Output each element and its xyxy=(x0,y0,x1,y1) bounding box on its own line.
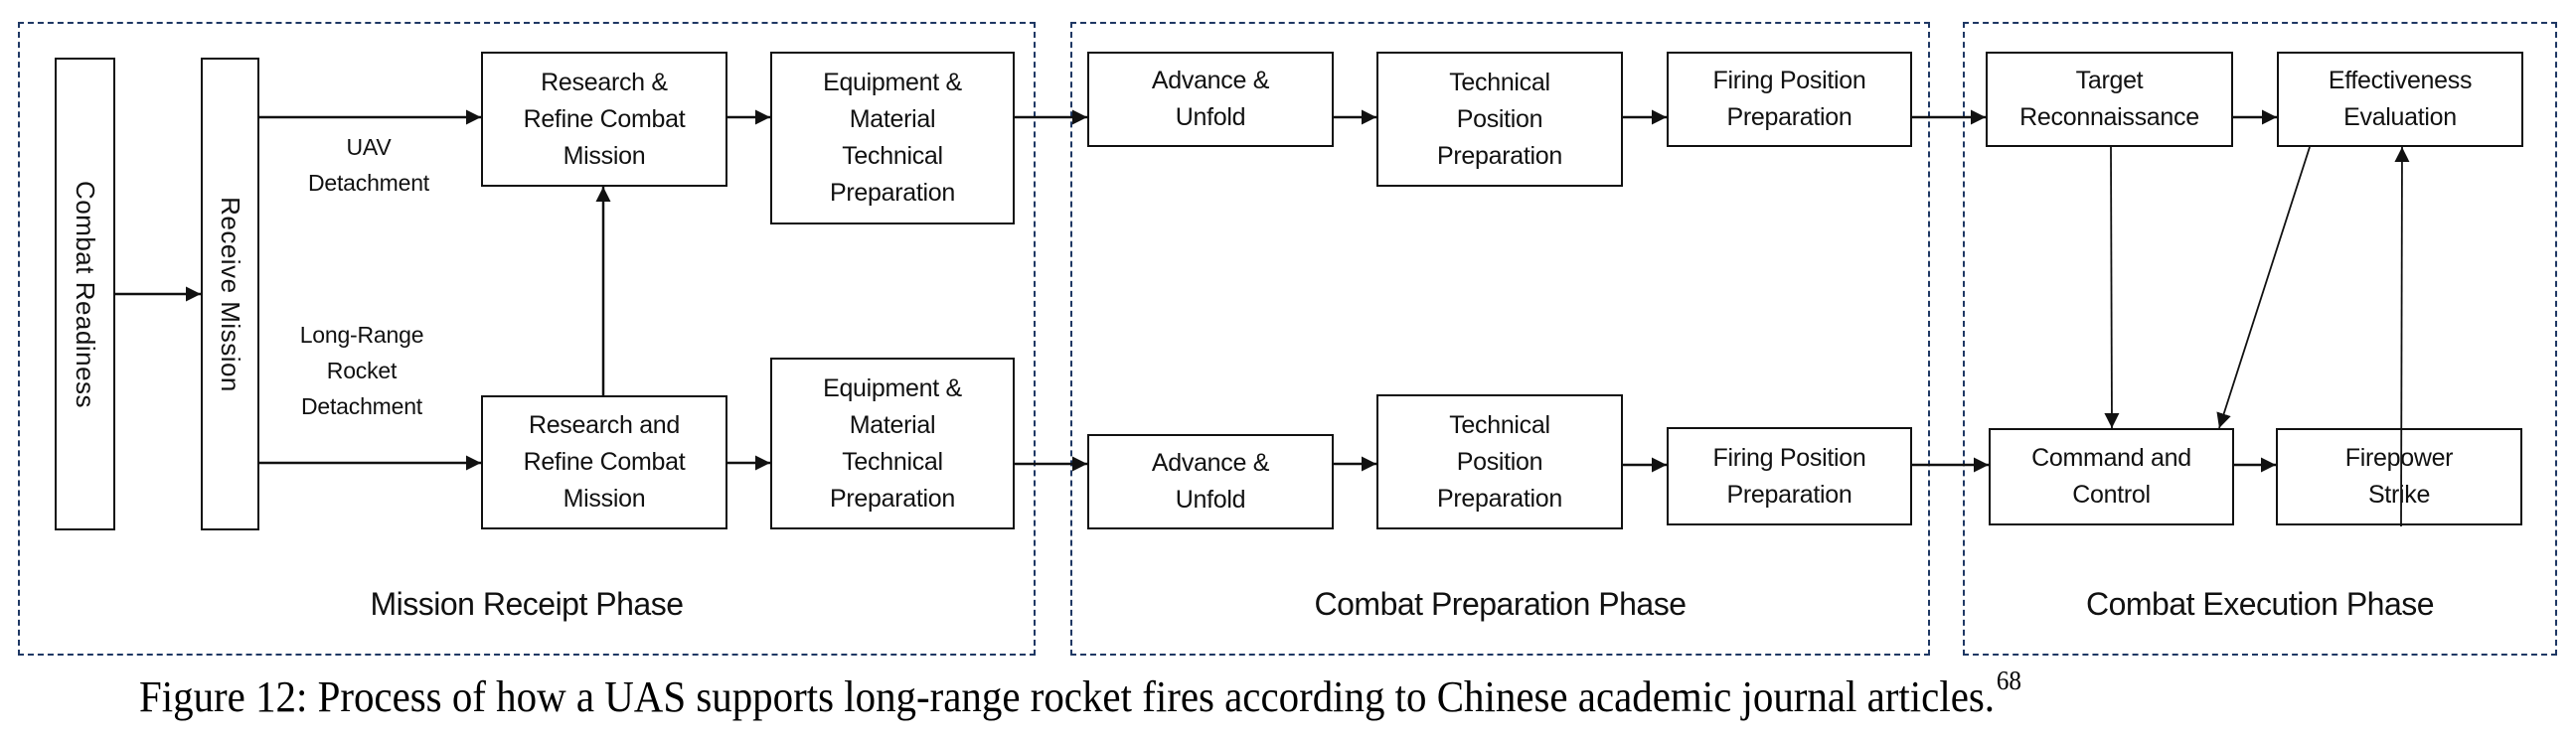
node-target-reconnaissance: Target Reconnaissance xyxy=(1986,52,2233,147)
node-rocket-equipment: Equipment & Material Technical Preparati… xyxy=(770,358,1015,529)
caption-text: Figure 12: Process of how a UAS supports… xyxy=(139,672,1996,721)
node-label: Advance & Unfold xyxy=(1151,449,1270,514)
node-label: Firing Position Preparation xyxy=(1712,67,1866,131)
node-uav-research: Research & Refine Combat Mission xyxy=(481,52,727,187)
node-uav-firing-position: Firing Position Preparation xyxy=(1667,52,1912,147)
node-label: Technical Position Preparation xyxy=(1437,68,1562,170)
node-rocket-technical-position: Technical Position Preparation xyxy=(1376,394,1623,529)
node-rocket-firing-position: Firing Position Preparation xyxy=(1667,427,1912,525)
node-label: Combat Readiness xyxy=(71,180,100,408)
phase-combat-execution: Combat Execution Phase xyxy=(1963,22,2557,656)
node-label: Equipment & Material Technical Preparati… xyxy=(823,69,962,207)
node-label: Equipment & Material Technical Preparati… xyxy=(823,373,962,513)
node-label: Research & Refine Combat Mission xyxy=(523,68,686,170)
node-label: Firing Position Preparation xyxy=(1712,443,1866,509)
footnote-marker[interactable]: 68 xyxy=(1996,666,2021,695)
node-uav-technical-position: Technical Position Preparation xyxy=(1376,52,1623,187)
node-label: Advance & Unfold xyxy=(1151,67,1270,131)
phase-label: Combat Preparation Phase xyxy=(1314,586,1688,622)
node-rocket-advance: Advance & Unfold xyxy=(1087,434,1334,529)
figure-caption: Figure 12: Process of how a UAS supports… xyxy=(139,666,2021,722)
node-label: Research and Refine Combat Mission xyxy=(523,411,686,513)
node-command-and-control: Command and Control xyxy=(1989,428,2234,525)
phase-label: Mission Receipt Phase xyxy=(370,586,684,622)
node-firepower-strike: Firepower Strike xyxy=(2276,428,2522,525)
node-label: Target Reconnaissance xyxy=(2019,67,2199,131)
node-rocket-research: Research and Refine Combat Mission xyxy=(481,395,727,529)
node-uav-equipment: Equipment & Material Technical Preparati… xyxy=(770,52,1015,224)
node-effectiveness-evaluation: Effectiveness Evaluation xyxy=(2277,52,2523,147)
node-label: Command and Control xyxy=(2031,444,2191,509)
node-label: Receive Mission xyxy=(216,196,246,392)
node-label: Firepower Strike xyxy=(2344,444,2454,509)
node-label: Effectiveness Evaluation xyxy=(2328,67,2473,131)
node-combat-readiness: Combat Readiness xyxy=(55,58,115,530)
node-receive-mission: Receive Mission xyxy=(201,58,259,530)
node-label: Technical Position Preparation xyxy=(1437,410,1562,513)
phase-combat-preparation: Combat Preparation Phase xyxy=(1070,22,1930,656)
phase-label: Combat Execution Phase xyxy=(2085,586,2435,622)
branch-label-uav: UAV Detachment xyxy=(307,134,429,196)
node-uav-advance: Advance & Unfold xyxy=(1087,52,1334,147)
phase-mission-receipt: Mission Receipt Phase xyxy=(18,22,1036,656)
branch-label-rocket: Long-Range Rocket Detachment xyxy=(299,322,424,419)
